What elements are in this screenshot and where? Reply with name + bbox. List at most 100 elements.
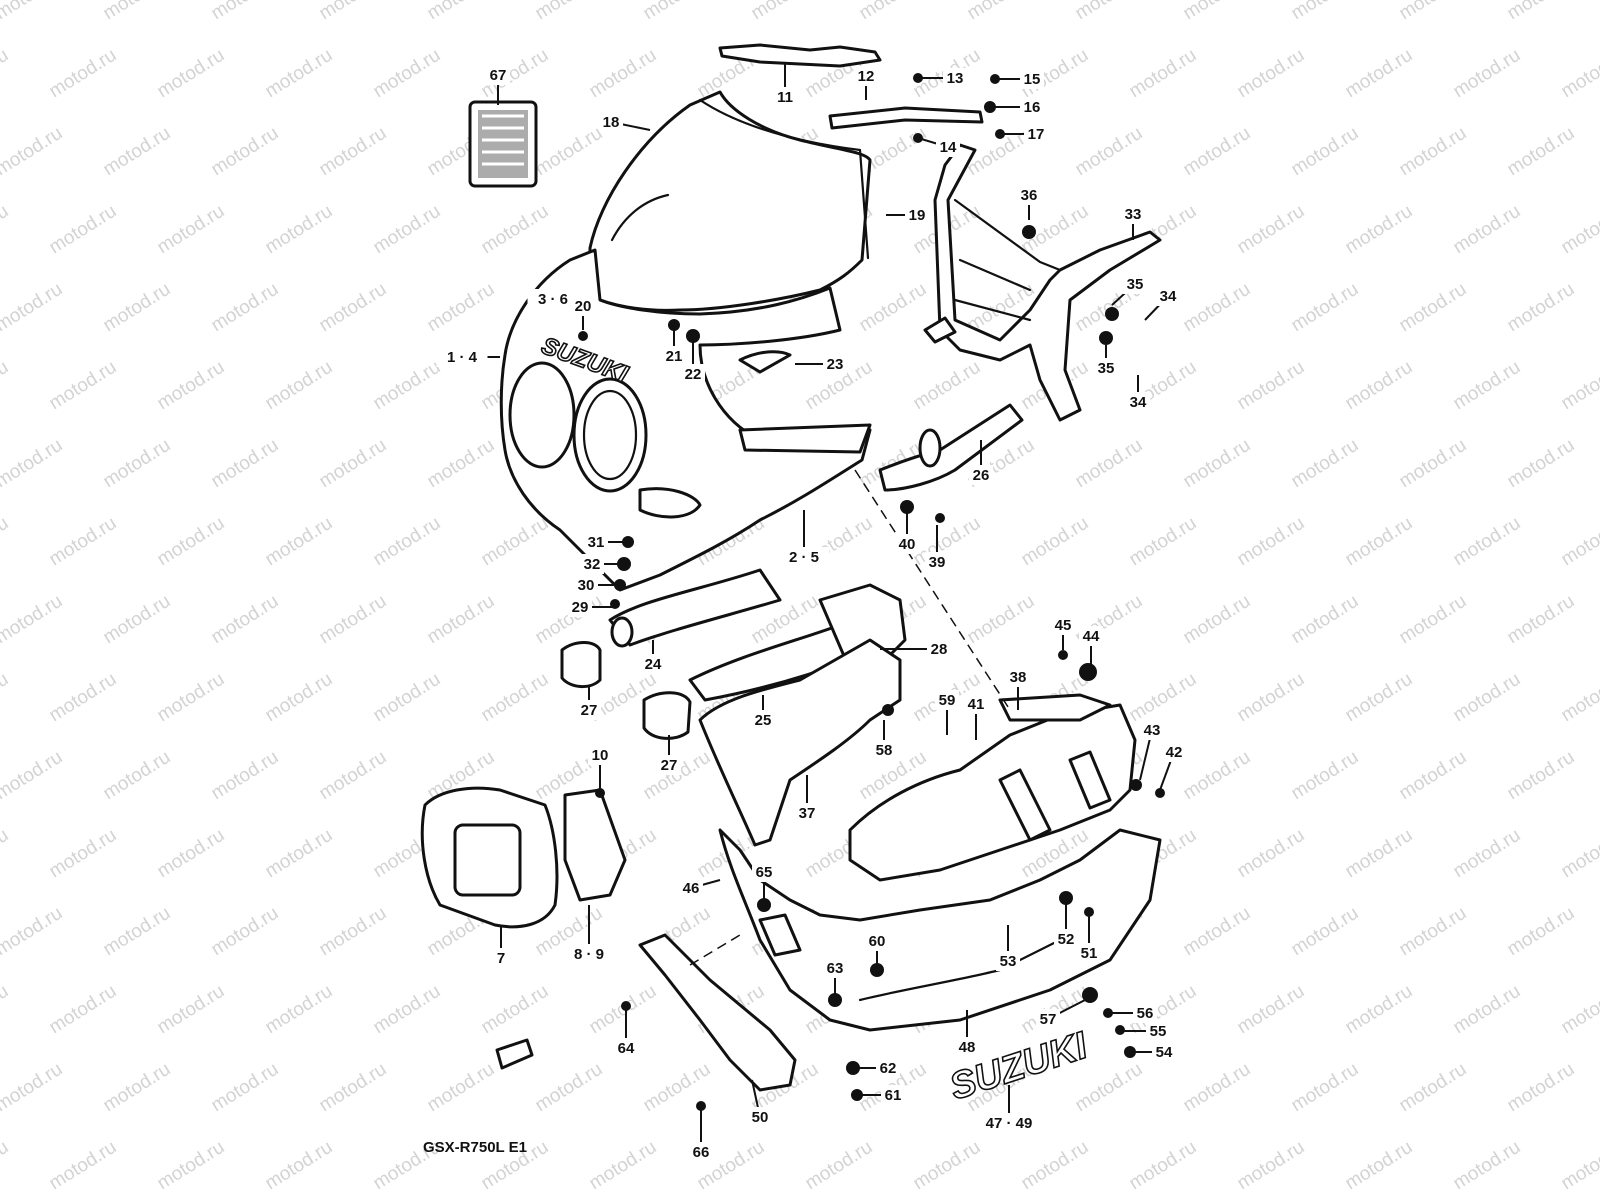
watermark-text: motod.ru [316, 747, 391, 805]
watermark-text: motod.ru [1450, 357, 1525, 415]
watermark-text: motod.ru [100, 747, 175, 805]
watermark-text: motod.ru [1234, 981, 1309, 1039]
watermark-text: motod.ru [1342, 357, 1417, 415]
callout-bg-c19 [905, 205, 929, 225]
watermark-text: motod.ru [1288, 903, 1363, 961]
callout-bg-c30 [574, 575, 598, 595]
watermark-text: motod.ru [532, 1059, 607, 1117]
watermark-text: motod.ru [262, 513, 337, 571]
watermark-text: motod.ru [262, 45, 337, 103]
watermark-text: motod.ru [100, 123, 175, 181]
callout-bg-c28 [927, 639, 951, 659]
watermark-text: motod.ru [316, 1059, 391, 1117]
watermark-text: motod.ru [1288, 0, 1363, 24]
callout-c48: 48 [959, 1039, 976, 1056]
callout-c17: 17 [1028, 126, 1045, 143]
watermark-text: motod.ru [1342, 201, 1417, 259]
watermark-text: motod.ru [1396, 435, 1471, 493]
watermark-text: motod.ru [478, 981, 553, 1039]
callout-c42: 42 [1166, 744, 1183, 761]
callout-bg-c32 [580, 554, 604, 574]
watermark-text: motod.ru [1180, 903, 1255, 961]
callout-c30: 30 [578, 577, 595, 594]
watermark-text: motod.ru [1072, 0, 1147, 24]
callout-bg-c39 [925, 552, 949, 572]
callout-c15: 15 [1024, 71, 1041, 88]
callout-bg-c29 [568, 597, 592, 617]
callout-c62: 62 [880, 1060, 897, 1077]
watermark-text: motod.ru [100, 435, 175, 493]
watermark-text: motod.ru [46, 357, 121, 415]
watermark-text: motod.ru [1234, 1137, 1309, 1195]
callout-bg-c45 [1051, 615, 1075, 635]
fairing-bracket-part [933, 143, 1162, 422]
callout-c13: 13 [947, 70, 964, 87]
callout-bg-c51 [1077, 943, 1101, 963]
callout-c35b: 35 [1098, 360, 1115, 377]
watermark-text: motod.ru [1072, 123, 1147, 181]
lower-cowl-part [718, 828, 1162, 1032]
watermark-text: motod.ru [208, 123, 283, 181]
callout-bg-c12 [854, 66, 878, 86]
watermark-text: motod.ru [1450, 669, 1525, 727]
inner-panel-part [698, 638, 902, 847]
watermark-text: motod.ru [100, 1059, 175, 1117]
callout-bg-c27 [577, 700, 601, 720]
under-cowl-part [848, 703, 1137, 882]
watermark-text: motod.ru [424, 435, 499, 493]
watermark-text: motod.ru [1396, 279, 1471, 337]
callout-bg-c31 [584, 532, 608, 552]
callout-bg-c38 [1006, 667, 1030, 687]
watermark-text: motod.ru [370, 981, 445, 1039]
callout-c25: 25 [755, 712, 772, 729]
chevron-decal-part [495, 1038, 534, 1070]
watermark-text: motod.ru [208, 279, 283, 337]
callout-bg-c23 [823, 354, 847, 374]
watermark-text: motod.ru [208, 0, 283, 24]
callout-c55: 55 [1150, 1023, 1167, 1040]
watermark-text: motod.ru [0, 513, 12, 571]
watermark-text: motod.ru [1450, 45, 1525, 103]
callout-c52: 52 [1058, 931, 1075, 948]
callout-bg-c26 [969, 465, 993, 485]
watermark-text: motod.ru [1180, 435, 1255, 493]
callout-bg-c16 [1020, 97, 1044, 117]
callout-c57: 57 [1040, 1011, 1057, 1028]
watermark-text: motod.ru [1288, 435, 1363, 493]
watermark-text: motod.ru [262, 201, 337, 259]
watermark-text: motod.ru [0, 123, 66, 181]
callout-c11: 11 [777, 89, 793, 106]
callout-c46: 46 [683, 880, 700, 897]
callout-bg-c52 [1054, 929, 1078, 949]
watermark-text: motod.ru [1342, 513, 1417, 571]
watermark-text: motod.ru [1558, 513, 1600, 571]
watermark-text: motod.ru [1396, 123, 1471, 181]
watermark-text: motod.ru [1450, 201, 1525, 259]
callout-bg-c67 [486, 65, 510, 85]
watermark-text: motod.ru [1396, 747, 1471, 805]
callout-c45: 45 [1055, 617, 1072, 634]
callout-bg-c89 [563, 944, 615, 964]
watermark-text: motod.ru [0, 981, 12, 1039]
upper-cover-part [718, 43, 882, 68]
watermark-text: motod.ru [316, 435, 391, 493]
headlight-stay-part [563, 788, 627, 902]
watermark-text: motod.ru [1342, 825, 1417, 883]
watermark-text: motod.ru [0, 825, 12, 883]
watermark-text: motod.ru [46, 201, 121, 259]
watermark-text: motod.ru [154, 45, 229, 103]
watermark-text: motod.ru [154, 357, 229, 415]
watermark-text: motod.ru [1018, 1137, 1093, 1195]
watermark-text: motod.ru [316, 903, 391, 961]
callout-c27b: 27 [661, 757, 678, 774]
callout-c28: 28 [931, 641, 948, 658]
watermark-text: motod.ru [1558, 1137, 1600, 1195]
watermark-text: motod.ru [1072, 435, 1147, 493]
callout-c37: 37 [799, 805, 816, 822]
callout-c27: 27 [581, 702, 598, 719]
callout-c39: 39 [929, 554, 946, 571]
callout-bg-c35 [1123, 274, 1147, 294]
watermark-text: motod.ru [1342, 45, 1417, 103]
